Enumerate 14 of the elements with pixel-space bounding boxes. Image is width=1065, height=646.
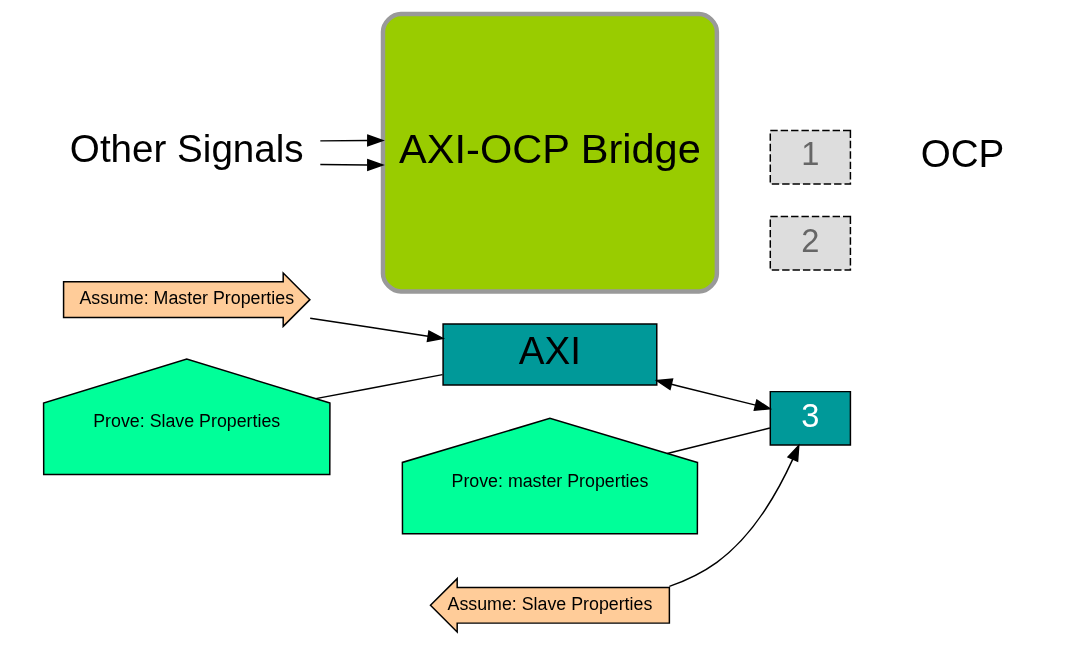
label: OCP xyxy=(920,131,1005,175)
node-box: AXI xyxy=(442,323,658,386)
node-box: 1 xyxy=(769,129,852,185)
node-box: 2 xyxy=(769,215,852,271)
arrow xyxy=(668,443,800,588)
arrow xyxy=(309,317,446,343)
arrow xyxy=(319,158,385,172)
node-box: 3 xyxy=(769,390,852,446)
arrow xyxy=(654,378,773,411)
connector xyxy=(666,427,771,455)
node-box: AXI-OCP Bridge xyxy=(380,11,720,294)
arrow xyxy=(319,134,385,147)
node-text: Other Signals xyxy=(69,127,304,171)
connector xyxy=(315,373,444,400)
